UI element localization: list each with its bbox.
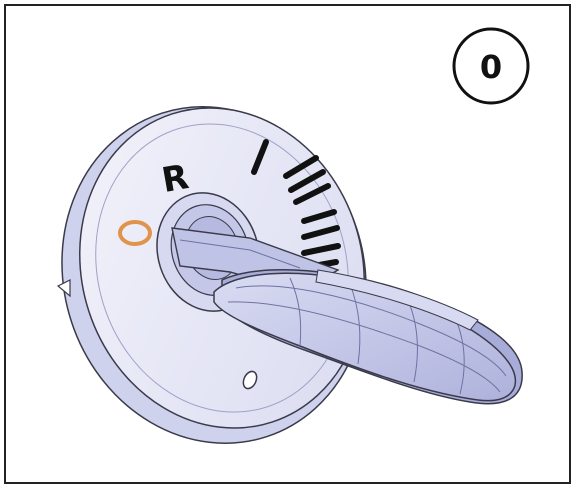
key-ridge xyxy=(315,269,479,331)
position-marker-o xyxy=(118,220,152,246)
dial-notch xyxy=(56,279,71,298)
position-badge-label: 0 xyxy=(480,48,502,86)
dial-screw-hole xyxy=(242,370,258,390)
position-marker-ii xyxy=(283,155,331,205)
ignition-key xyxy=(171,227,523,405)
dial-inner-ring xyxy=(95,123,349,413)
position-badge: 0 xyxy=(452,27,530,105)
position-marker-i xyxy=(251,139,269,175)
ignition-dial: R xyxy=(56,106,367,444)
